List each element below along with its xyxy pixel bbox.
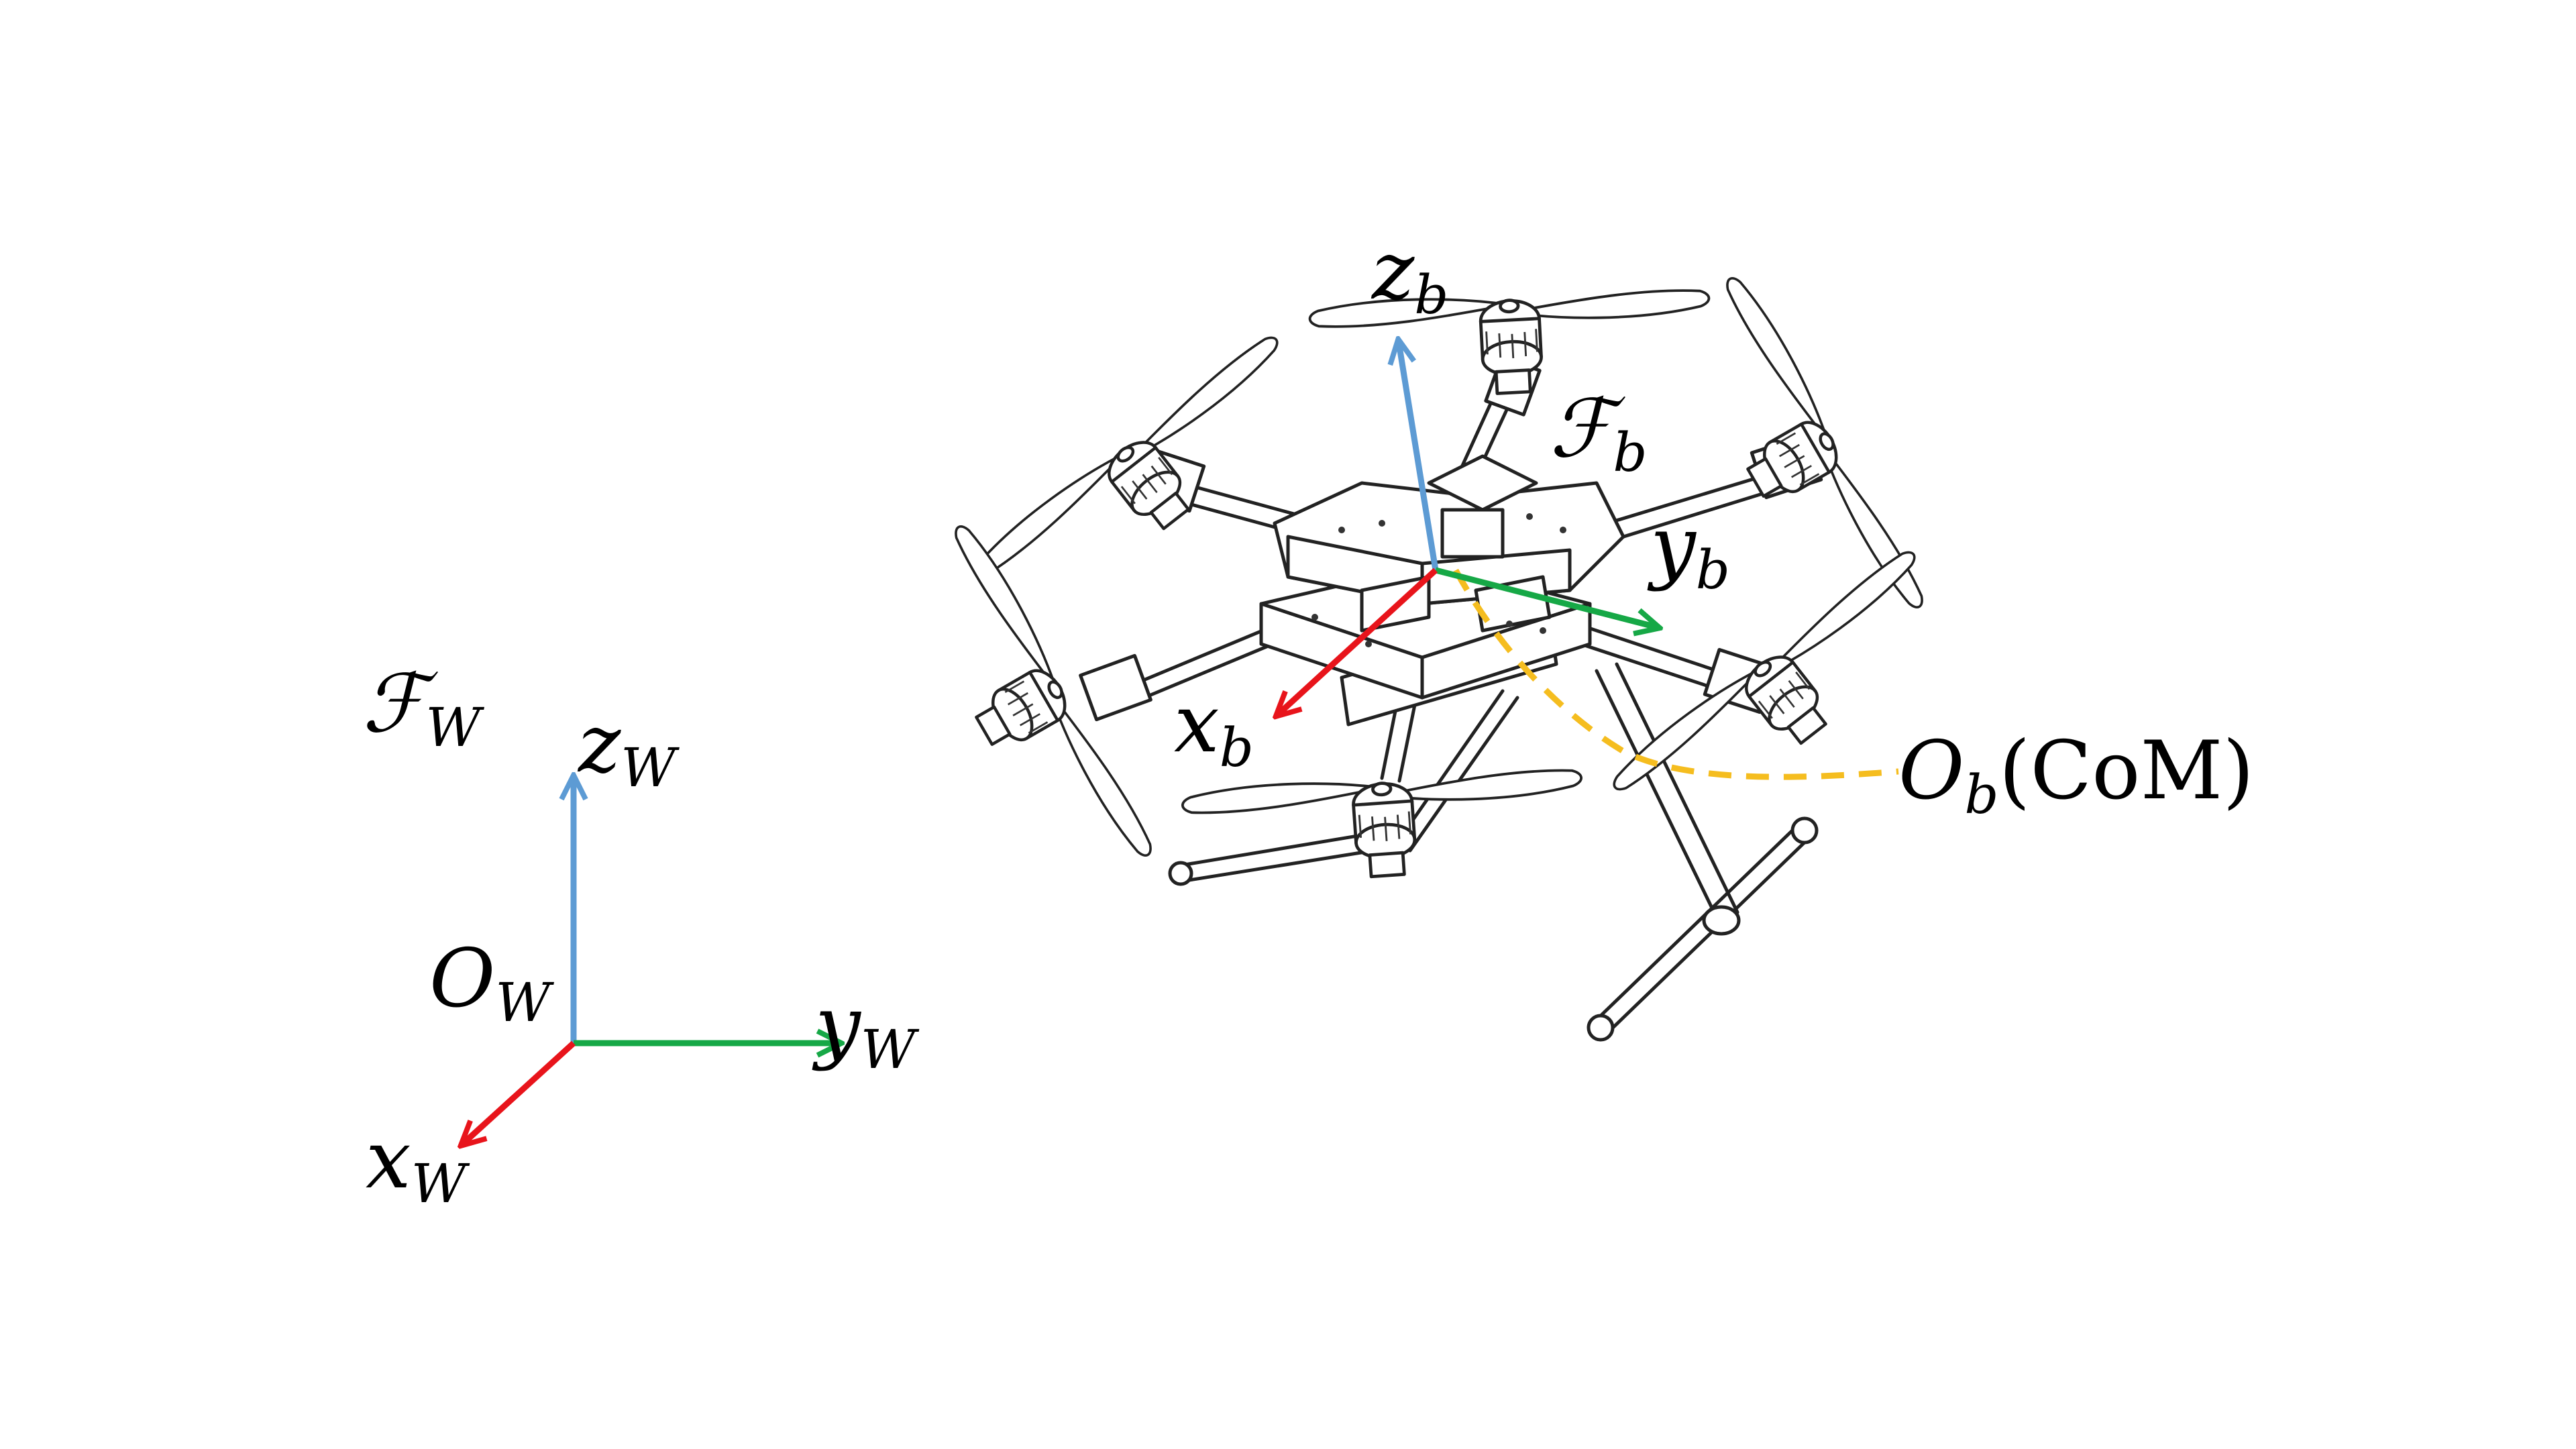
body-z-label: zb (1371, 225, 1448, 326)
world-x-axis (463, 1040, 576, 1144)
body-x-label: xb (1174, 678, 1254, 779)
body-y-axis (1434, 567, 1657, 627)
body-y-label: yb (1647, 500, 1730, 601)
world-z-label: zW (577, 698, 680, 799)
body-z-axis (1399, 342, 1439, 571)
body-frame-label: ℱb (1550, 382, 1648, 484)
rotor-top (1309, 284, 1713, 403)
landing-gear (1168, 662, 1819, 1042)
com-label: Ob(CoM) (1898, 724, 2254, 826)
com-dashed-leader (1453, 568, 1899, 780)
body-frame-axes (1278, 342, 1657, 714)
body-x-axis (1278, 568, 1438, 714)
world-origin-label: OW (429, 932, 554, 1034)
world-x-label: xW (366, 1114, 470, 1215)
world-y-label: yW (812, 979, 920, 1081)
hexacopter-drone-illustration (890, 272, 1962, 1042)
world-frame-label: ℱW (362, 657, 484, 759)
rotor-top-left (969, 329, 1325, 635)
world-frame-axes (463, 778, 839, 1144)
drone-body (1259, 454, 1625, 727)
